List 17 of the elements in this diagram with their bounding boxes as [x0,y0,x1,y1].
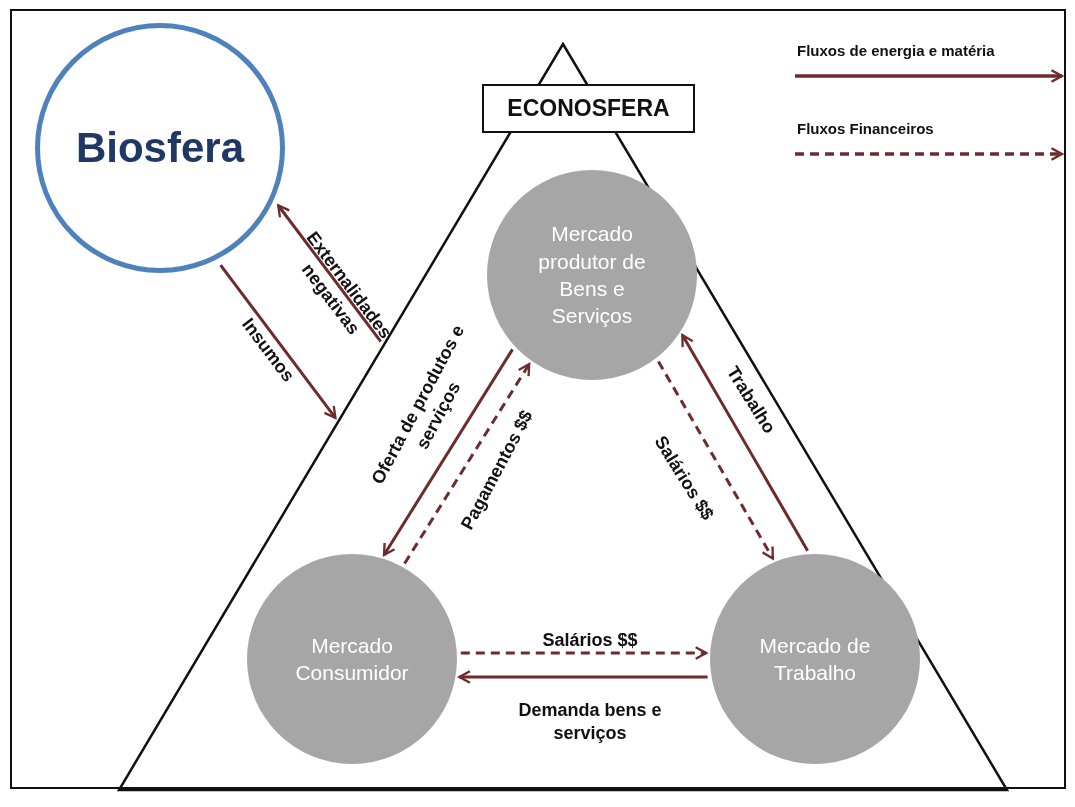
edge-label: Demanda bens e serviços [517,698,663,744]
node-label: Mercado Consumidor [294,632,410,686]
edge-label: Salários $$ [541,628,639,652]
node-label: Biosfera [75,124,245,172]
arrow [219,264,337,419]
arrow [277,204,382,343]
node-label: Mercado de Trabalho [758,632,872,686]
node-label: Mercado produtor de Bens e Serviços [537,221,647,330]
arrow [460,646,708,660]
title-box: ECONOSFERA [482,84,695,133]
arrow [681,333,809,552]
arrow [458,670,708,684]
legend-label: Fluxos Financeiros [797,120,934,137]
arrow [382,348,514,557]
legend-label: Fluxos de energia e matéria [797,42,995,59]
arrow [657,360,775,560]
arrow [403,362,531,565]
